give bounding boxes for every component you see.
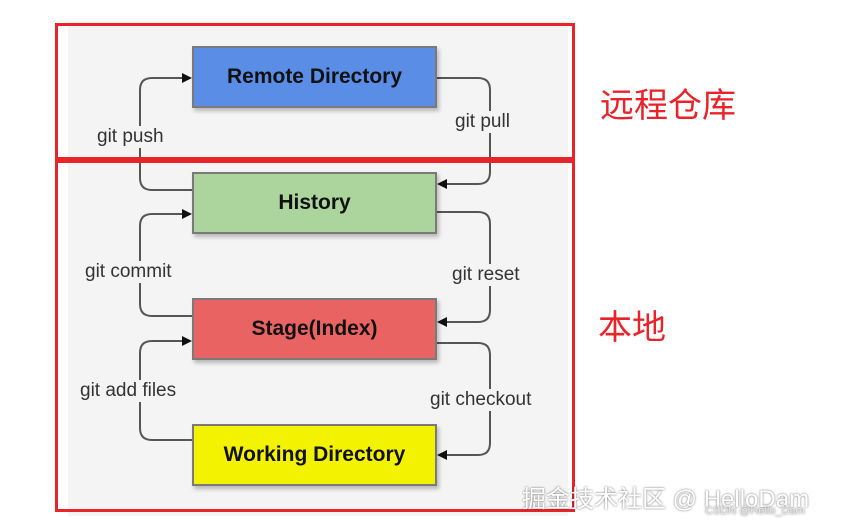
- git-push-label: git push: [97, 126, 164, 148]
- remote-repository-frame: [55, 23, 575, 160]
- remote-repository-caption: 远程仓库: [600, 86, 736, 126]
- remote-directory-box: Remote Directory: [192, 46, 437, 108]
- local-caption: 本地: [598, 308, 666, 348]
- history-box: History: [192, 172, 437, 234]
- git-commit-label: git commit: [85, 261, 172, 283]
- git-add-files-label: git add files: [80, 380, 177, 402]
- stage-index-box: Stage(Index): [192, 298, 437, 360]
- local-repository-frame: [55, 160, 575, 512]
- git-checkout-label: git checkout: [430, 389, 532, 411]
- git-pull-label: git pull: [455, 111, 510, 133]
- working-directory-box: Working Directory: [192, 424, 437, 486]
- git-reset-label: git reset: [452, 264, 520, 286]
- csdn-watermark: CSDN @Hello_Dam: [705, 505, 805, 517]
- juejin-watermark: 掘金技术社区 @ HelloDam: [522, 486, 810, 513]
